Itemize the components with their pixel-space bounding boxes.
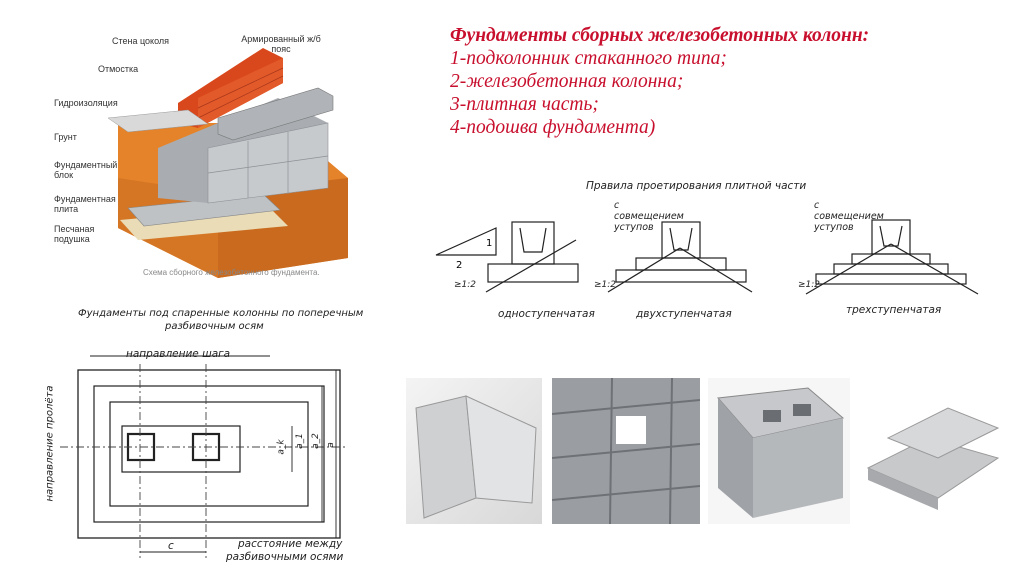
axis-distance-line2: разбивочными осями: [226, 551, 344, 563]
strip-caption: Схема сборного железобетонного фундамент…: [143, 268, 320, 277]
dim-c: c: [168, 540, 174, 552]
dim-a: a: [325, 442, 336, 448]
slab-rules-svg: 1 2: [435, 219, 979, 295]
one-step-variant: [485, 221, 579, 293]
strip-foundation-diagram: Стена цоколя Армированный ж/б пояс Отмос…: [48, 28, 388, 278]
title-item-2: 2-железобетонная колонна;: [450, 71, 684, 92]
slope-triangle: [435, 227, 497, 256]
title-block: Фундаменты сборных железобетонных колонн…: [450, 24, 1020, 139]
photo-strip-blocks: [406, 378, 542, 524]
label-rebar-belt: Армированный ж/б пояс: [241, 34, 321, 54]
brick-front: [198, 58, 283, 128]
blind-area: [107, 109, 209, 133]
slope-label-2: ≥1:2: [594, 280, 617, 290]
sand-cushion: [120, 206, 288, 240]
outer-slab: [77, 369, 341, 539]
triangle-label: 1: [486, 238, 492, 249]
caption-one-step: одноступенчатая: [498, 308, 595, 320]
label-waterproofing: Гидроизоляция: [54, 98, 118, 108]
rebar-belt: [217, 87, 334, 141]
label-plinth-wall: Стена цоколя: [112, 36, 170, 46]
label-foundation-block: Фундаментный блок: [54, 160, 118, 180]
three-step-variant: [805, 219, 979, 295]
photo-concrete-blocks-wall: [551, 377, 701, 525]
blocks-front: [207, 122, 329, 204]
photo-socket-foundation: [708, 378, 850, 524]
caption-three-step: трехступенчатая: [846, 304, 942, 316]
slab-rules-title: Правила проетирования плитной части: [586, 180, 807, 192]
triangle-base: 2: [456, 260, 462, 271]
paired-title-line1: Фундаменты под спаренные колонны по попе…: [78, 308, 364, 319]
caption-two-step: двухступенчатая: [636, 308, 732, 320]
label-soil: Грунт: [54, 132, 77, 142]
dim-ak: a_k: [276, 439, 287, 455]
two-step-variant: [607, 221, 753, 293]
span-direction-label: направление пролёта: [44, 385, 56, 502]
slab-rules-drawing: Правила проетирования плитной части 1 2: [426, 180, 1024, 340]
slope-label-3: ≥1:2: [798, 280, 821, 290]
strip-foundation-illustration: [107, 48, 348, 278]
title-item-3: 3-плитная часть;: [450, 94, 599, 115]
axis-distance-line1: расстояние между: [238, 538, 343, 550]
dim-a2: a_2: [310, 433, 321, 449]
photo-foundation-slabs: [858, 378, 1006, 524]
title-item-4: 4-подошва фундамента): [450, 117, 656, 138]
title-item-1: 1-подколонник стаканного типа;: [450, 48, 727, 69]
label-blind-area: Отмостка: [98, 64, 139, 74]
paired-title-line2: разбивочным осям: [165, 321, 264, 332]
title-heading: Фундаменты сборных железобетонных колонн…: [450, 25, 870, 46]
paired-columns-svg: [60, 355, 348, 558]
note-three-step: с совмещением уступов: [814, 200, 884, 233]
label-foundation-slab: Фундаментная плита: [54, 194, 116, 214]
paired-columns-drawing: Фундаменты под спаренные колонны по попе…: [30, 306, 400, 568]
step-direction-label: направление шага: [126, 348, 231, 360]
label-sand-cushion: Песчаная подушка: [54, 224, 95, 244]
note-two-step: с совмещением уступов: [614, 200, 684, 233]
dim-a1: a_1: [294, 433, 305, 449]
slope-label-1: ≥1:2: [454, 280, 477, 290]
